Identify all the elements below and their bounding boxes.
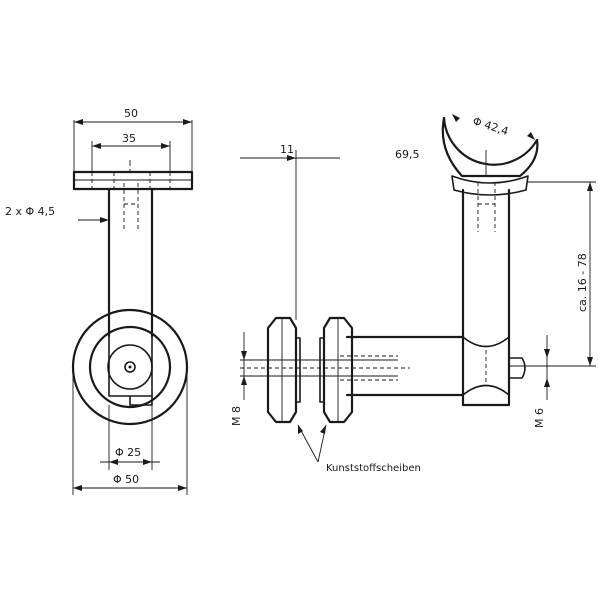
thread-right-label: M 6 [533, 408, 546, 428]
side-view: 11 69,5 Φ 42,4 ca. 16 - 78 M 8 M 6 Kunst… [230, 114, 596, 474]
dim-disc-outer: Φ 50 [113, 473, 139, 486]
dim-hole-spacing: 35 [122, 132, 136, 145]
dim-tube-dia: Φ 42,4 [471, 114, 510, 138]
washer-right [319, 337, 325, 403]
dim-offset: 69,5 [395, 148, 420, 161]
disc-inner [88, 325, 172, 409]
saddle-plate [72, 170, 194, 191]
thread-left-label: M 8 [230, 406, 243, 426]
dim-wall-thickness: 11 [280, 143, 294, 156]
saddle [451, 175, 529, 196]
holes-label: 2 x Φ 4,5 [5, 205, 55, 218]
washer-left [295, 337, 301, 403]
tube-arc [442, 116, 539, 166]
dim-disc-inner: Φ 25 [115, 446, 141, 459]
disc-left [266, 316, 298, 424]
dim-height-range: ca. 16 - 78 [576, 253, 589, 312]
bolt-hole [124, 361, 136, 373]
dim-width-overall: 50 [124, 107, 138, 120]
note-plastic-washers: Kunststoffscheiben [326, 463, 421, 474]
front-view: 50 35 2 x Φ 4,5 Φ 25 Φ 50 [5, 107, 194, 495]
